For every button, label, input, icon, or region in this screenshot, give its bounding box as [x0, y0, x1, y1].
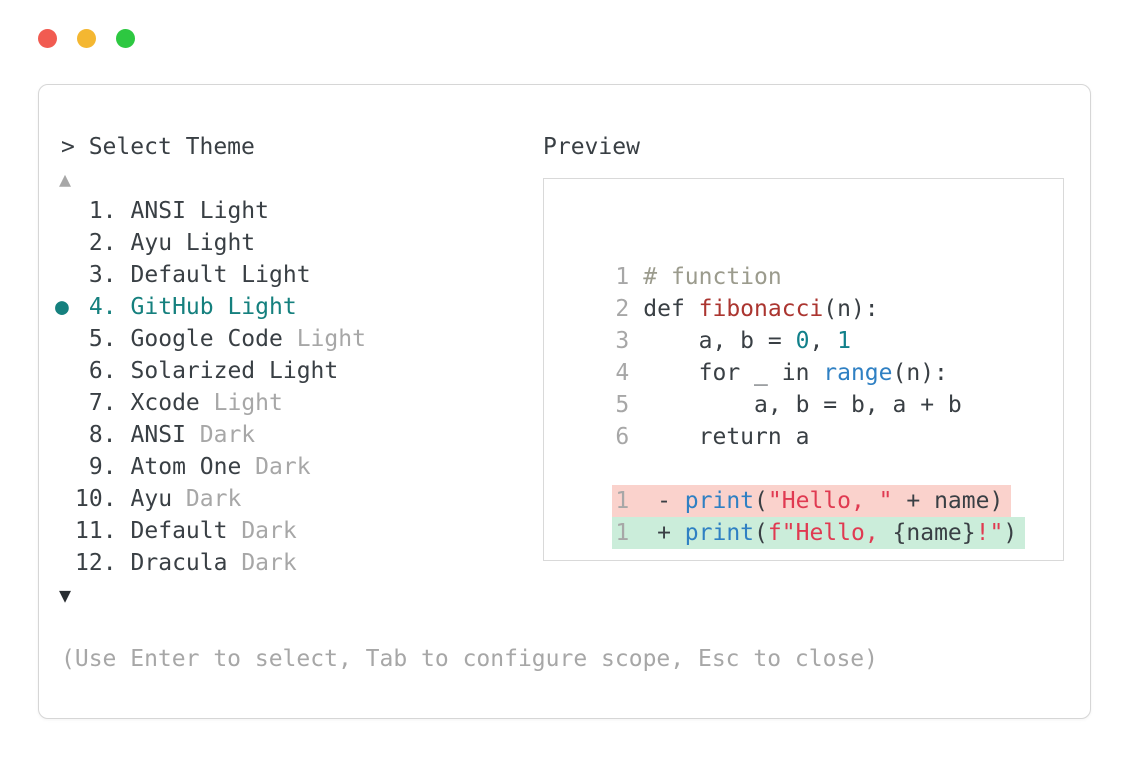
code-text: for _ in range(n):	[643, 360, 948, 386]
preview-box: 1 # function 2 def fibonacci(n): 3 a, b = …	[543, 178, 1064, 561]
theme-name: ANSI	[130, 422, 186, 448]
keyboard-hint: (Use Enter to select, Tab to configure s…	[61, 646, 878, 672]
line-number: 1	[615, 264, 630, 290]
theme-list-item[interactable]: 1. ANSI Light	[55, 195, 1090, 227]
theme-number: 4.	[88, 294, 117, 320]
theme-number: 11.	[75, 518, 117, 544]
code-line: 6 return a	[560, 389, 1051, 450]
theme-list-item[interactable]: 10. Ayu Dark	[55, 483, 1090, 515]
theme-selector-panel: > Select Theme ▲ 1. ANSI Light 2. Ayu Li…	[38, 84, 1091, 719]
theme-number: 7.	[88, 390, 117, 416]
line-number: 4	[615, 360, 630, 386]
code-line-content: 6 return a	[615, 421, 809, 453]
theme-list: 1. ANSI Light 2. Ayu Light 3. Default Li…	[55, 195, 1090, 579]
code-preview: 1 # function 2 def fibonacci(n): 3 a, b = …	[560, 229, 1051, 549]
theme-list-item[interactable]: 8. ANSI Dark	[55, 419, 1090, 451]
code-line: 1 + print(f"Hello, {name}!")	[560, 485, 1051, 549]
theme-list-item[interactable]: 9. Atom One Dark	[55, 451, 1090, 483]
theme-list-item[interactable]: ● 4. GitHub Light	[55, 291, 1090, 323]
theme-name-suffix: Light	[199, 390, 283, 416]
theme-name-suffix: Dark	[185, 422, 256, 448]
theme-name: Dracula	[130, 550, 228, 576]
dialog-title-text: Select Theme	[88, 134, 255, 160]
code-line-content: 1 - print("Hello, " + name)	[612, 485, 1012, 517]
preview-column: Preview 1 # function 2 def fibonacci(n): 3…	[543, 131, 1064, 561]
line-number: 2	[615, 296, 630, 322]
code-line-content: 4 for _ in range(n):	[615, 357, 948, 389]
maximize-window-icon[interactable]	[116, 29, 135, 48]
line-number: 1	[615, 520, 630, 546]
code-text: a, b = 0, 1	[643, 328, 851, 354]
theme-list-item[interactable]: 5. Google Code Light	[55, 323, 1090, 355]
prompt-caret: >	[61, 134, 89, 160]
theme-list-item[interactable]: 6. Solarized Light	[55, 355, 1090, 387]
theme-list-column: > Select Theme ▲ 1. ANSI Light 2. Ayu Li…	[55, 131, 1090, 675]
theme-name: Solarized Light	[130, 358, 339, 384]
line-number: 5	[615, 392, 630, 418]
theme-list-item[interactable]: 12. Dracula Dark	[55, 547, 1090, 579]
code-line-content: 2 def fibonacci(n):	[615, 293, 878, 325]
theme-number: 8.	[88, 422, 117, 448]
code-text: def fibonacci(n):	[643, 296, 879, 322]
code-line-content: 5 a, b = b, a + b	[615, 389, 961, 421]
theme-name: Google Code	[130, 326, 283, 352]
theme-name-suffix: Dark	[227, 518, 297, 544]
theme-list-item[interactable]: 11. Default Dark	[55, 515, 1090, 547]
theme-name: ANSI Light	[130, 198, 270, 224]
code-text: a, b = b, a + b	[643, 392, 962, 418]
theme-name: Ayu Light	[130, 230, 256, 256]
theme-name: Default	[130, 518, 228, 544]
preview-title: Preview	[543, 134, 640, 160]
theme-number: 1.	[88, 198, 117, 224]
theme-list-item[interactable]: 3. Default Light	[55, 259, 1090, 291]
theme-list-item[interactable]: 7. Xcode Light	[55, 387, 1090, 419]
theme-number: 6.	[88, 358, 117, 384]
code-text: + print(f"Hello, {name}!")	[643, 520, 1018, 546]
line-number: 3	[615, 328, 630, 354]
code-line: 1 - print("Hello, " + name)	[560, 453, 1051, 517]
theme-name: Ayu	[130, 486, 173, 512]
theme-number: 3.	[88, 262, 117, 288]
dialog-title: > Select Theme	[61, 131, 1090, 163]
theme-name-suffix: Dark	[172, 486, 242, 512]
theme-name: Xcode	[130, 390, 200, 416]
theme-name: Default Light	[130, 262, 311, 288]
minimize-window-icon[interactable]	[77, 29, 96, 48]
code-line: 2 def fibonacci(n):	[560, 261, 1051, 322]
code-line: 5 a, b = b, a + b	[560, 357, 1051, 418]
code-line-content: 1 + print(f"Hello, {name}!")	[612, 517, 1026, 549]
theme-number: 12.	[75, 550, 117, 576]
code-line: 3 a, b = 0, 1	[560, 293, 1051, 354]
theme-name-suffix: Light	[282, 326, 366, 352]
theme-number: 2.	[88, 230, 117, 256]
code-line-content: 3 a, b = 0, 1	[615, 325, 851, 357]
theme-name-suffix: Dark	[227, 550, 297, 576]
line-number: 6	[615, 424, 630, 450]
code-line: 4 for _ in range(n):	[560, 325, 1051, 386]
scroll-up-icon[interactable]: ▲	[59, 167, 72, 191]
theme-list-item[interactable]: 2. Ayu Light	[55, 227, 1090, 259]
theme-number: 5.	[88, 326, 117, 352]
selected-bullet-icon: ●	[55, 294, 69, 320]
theme-name: Atom One	[130, 454, 242, 480]
theme-name-suffix: Dark	[241, 454, 311, 480]
close-window-icon[interactable]	[38, 29, 57, 48]
theme-number: 10.	[75, 486, 117, 512]
code-line-content: 1 # function	[615, 261, 781, 293]
code-text: return a	[643, 424, 810, 450]
scroll-down-icon[interactable]: ▼	[59, 583, 72, 607]
code-text: - print("Hello, " + name)	[643, 488, 1004, 514]
code-text: # function	[643, 264, 782, 290]
theme-name: GitHub Light	[130, 294, 297, 320]
line-number: 1	[615, 488, 630, 514]
theme-number: 9.	[88, 454, 117, 480]
window-controls	[38, 29, 135, 48]
code-line: 1 # function	[560, 229, 1051, 290]
